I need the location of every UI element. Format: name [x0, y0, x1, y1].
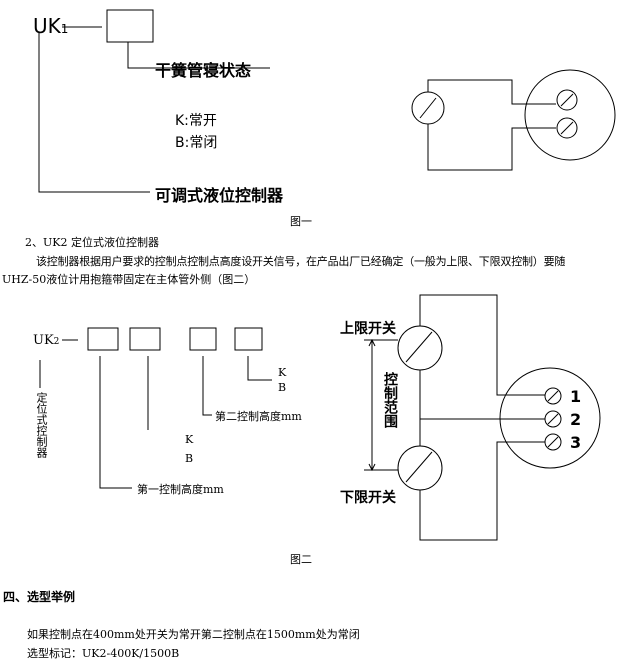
reed-state-label: 干簧管寝状态 [155, 61, 252, 80]
model-text: UK [33, 14, 61, 38]
section2-para-2: UHZ-50液位计用抱箍带固定在主体管外侧（图二） [2, 273, 256, 286]
first-height-label: 第一控制高度mm [137, 483, 224, 496]
fig1-caption: 图一 [290, 215, 312, 228]
second-height-label: 第二控制高度mm [215, 410, 302, 423]
upper-switch-icon [397, 325, 443, 371]
terminal-1: 1 [570, 387, 582, 406]
terminal-3: 3 [570, 433, 582, 452]
lower-switch-icon [397, 445, 443, 491]
range-label: 控制范围 [382, 372, 398, 428]
adjustable-leader [38, 32, 150, 193]
lower-switch-label: 下限开关 [340, 490, 396, 506]
b-label-1: B [185, 452, 194, 465]
b-label-2: B [278, 381, 287, 394]
upper-switch-label: 上限开关 [340, 321, 396, 337]
section2-heading: 2、UK2 定位式液位控制器 [25, 236, 159, 249]
option-box [106, 9, 154, 43]
fig1-model: UK1 [33, 14, 68, 38]
terminal-2: 2 [570, 410, 582, 429]
section4-heading: 四、选型举例 [3, 590, 76, 604]
fixed-controller-label: 定位式控制器 [35, 392, 48, 458]
example-text: 如果控制点在400mm处开关为常开第二控制点在1500mm处为常闭 [27, 628, 360, 641]
option-k: K:常开 [175, 113, 217, 129]
option-b: B:常闭 [175, 135, 218, 151]
adjustable-label: 可调式液位控制器 [155, 186, 284, 205]
k-label-1: K [185, 433, 194, 446]
model-sub: 2 [53, 337, 60, 347]
model-sub: 1 [60, 22, 69, 36]
fig2-model: UK2 [33, 333, 59, 348]
model-text: UK [33, 333, 54, 348]
section2-para-1: 该控制器根据用户要求的控制点控制点高度设开关信号，在产品出厂已经确定（一般为上限… [36, 255, 566, 268]
k-label-2: K [278, 366, 287, 379]
fig2-caption: 图二 [290, 553, 312, 566]
marking-text: 选型标记：UK2-400K/1500B [27, 647, 180, 660]
terminal-block-icon-2 [499, 367, 601, 469]
reed-leader [127, 42, 270, 69]
terminal-block-icon [524, 69, 616, 161]
